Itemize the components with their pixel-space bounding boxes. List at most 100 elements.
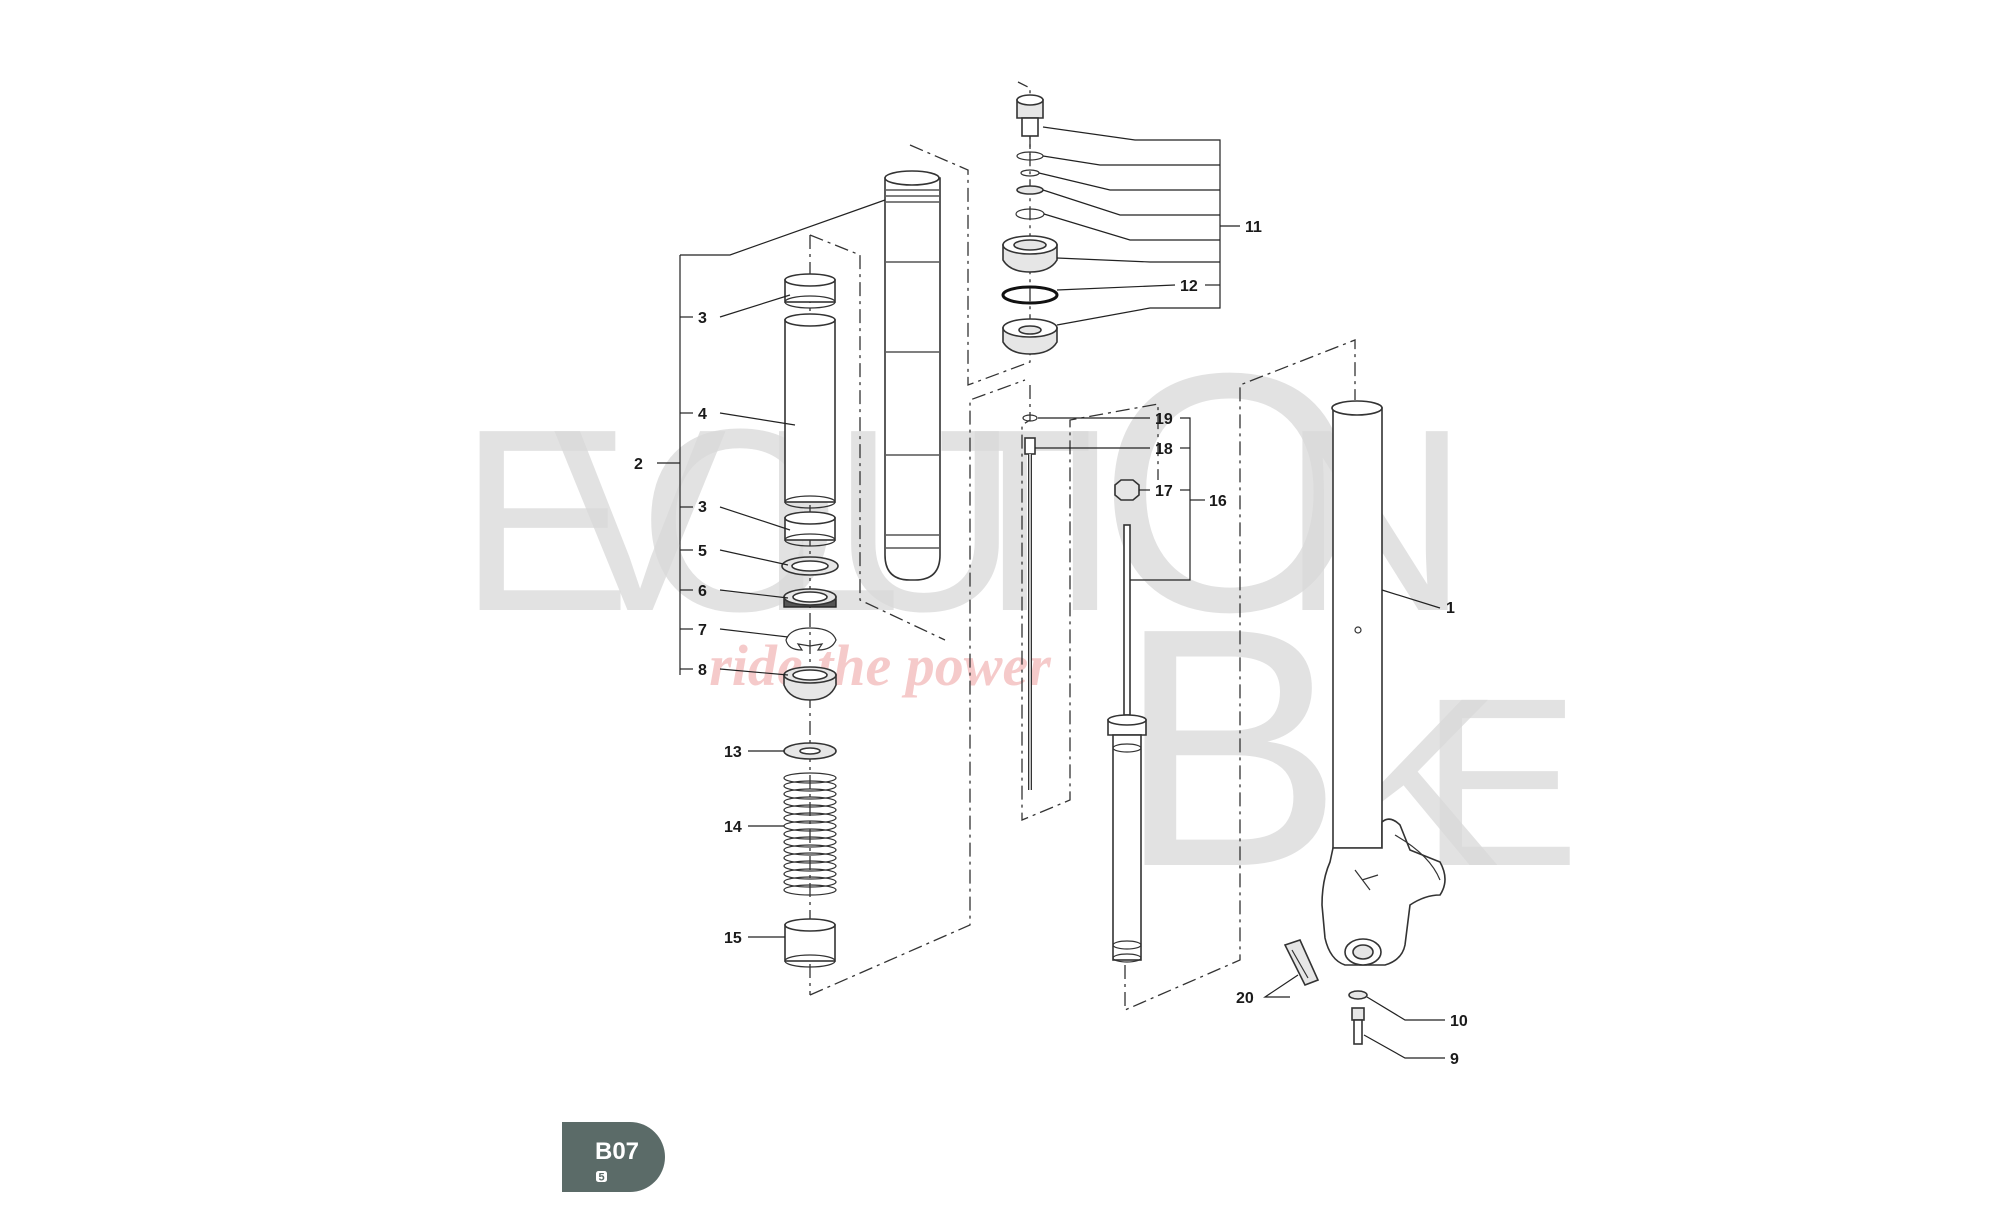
callout-16: 16 bbox=[1209, 493, 1227, 510]
leader-line bbox=[1130, 417, 1191, 581]
cartridge-head-top bbox=[1107, 714, 1147, 726]
outer-tube-top bbox=[884, 170, 940, 186]
bolt-shank bbox=[1353, 1019, 1363, 1045]
callout-14: 14 bbox=[724, 819, 742, 836]
watermark: E V O L U T I O N B I K E ride the power bbox=[458, 303, 1580, 938]
reflector-20 bbox=[1283, 939, 1320, 987]
inner-tube-hole bbox=[1354, 626, 1362, 634]
outer-tube-body bbox=[884, 177, 941, 581]
cartridge-ring bbox=[1112, 953, 1142, 963]
callout-2: 2 bbox=[634, 456, 643, 473]
leader-line bbox=[719, 668, 789, 676]
washer-10 bbox=[1348, 990, 1368, 1000]
leader-line bbox=[1366, 996, 1445, 1021]
inner-tube bbox=[1321, 400, 1446, 966]
rod-nut-18 bbox=[1024, 437, 1036, 455]
lug-logo bbox=[1354, 869, 1379, 891]
leader-line bbox=[1042, 155, 1220, 166]
dust-seal-hole bbox=[792, 669, 828, 681]
caliper-mount bbox=[1394, 834, 1441, 881]
cartridge-body bbox=[1112, 734, 1142, 961]
spring-14 bbox=[783, 772, 837, 896]
washer bbox=[1016, 185, 1044, 195]
leader-line bbox=[1056, 257, 1220, 263]
spacer-body bbox=[784, 319, 836, 503]
circlip-7 bbox=[785, 627, 837, 651]
spacer-rim bbox=[784, 918, 836, 932]
badge-shape bbox=[562, 1122, 665, 1192]
bushing-top bbox=[784, 273, 836, 309]
circlip-body bbox=[785, 627, 837, 651]
callout-6: 6 bbox=[698, 583, 707, 600]
leader-line bbox=[1042, 126, 1221, 285]
spring-coil bbox=[783, 836, 837, 848]
callout-10: 10 bbox=[1450, 1013, 1468, 1030]
section-badge: B07 5 bbox=[562, 1122, 665, 1192]
leader-line bbox=[1038, 172, 1220, 191]
callout-3: 3 bbox=[698, 499, 707, 516]
callout-5: 5 bbox=[698, 543, 707, 560]
watermark-letter: E bbox=[1420, 648, 1580, 916]
spring-coil bbox=[783, 780, 837, 792]
spring-coil bbox=[783, 804, 837, 816]
callout-19: 19 bbox=[1155, 411, 1173, 428]
spring-coil bbox=[783, 844, 837, 856]
callout-7: 7 bbox=[698, 622, 707, 639]
cartridge-rod bbox=[1123, 524, 1131, 716]
spring-coil bbox=[783, 828, 837, 840]
axis-line bbox=[1124, 339, 1356, 1011]
washer-hole bbox=[799, 747, 821, 755]
callout-15: 15 bbox=[724, 930, 742, 947]
callout-13: 13 bbox=[724, 744, 742, 761]
spring-coil bbox=[783, 788, 837, 800]
cap-nut-top bbox=[1016, 94, 1044, 106]
spring-coil bbox=[783, 852, 837, 864]
leader-line bbox=[719, 412, 796, 426]
spacer-tube bbox=[784, 313, 836, 509]
washer-body bbox=[1348, 990, 1368, 1000]
watermark-tagline: ride the power bbox=[709, 633, 1051, 698]
callout-17: 17 bbox=[1155, 483, 1173, 500]
cap-bottom-hole bbox=[1018, 325, 1042, 335]
leader-line bbox=[1263, 974, 1299, 998]
bushing-rim bbox=[784, 273, 836, 287]
callout-3: 3 bbox=[698, 310, 707, 327]
leader-line bbox=[719, 628, 789, 638]
callout-18: 18 bbox=[1155, 441, 1173, 458]
dust-seal-8 bbox=[783, 666, 837, 701]
callouts: 1 2 3 3 4 5 6 7 8 9 10 11 12 13 14 15 16… bbox=[634, 219, 1468, 1068]
inner-tube-top bbox=[1331, 400, 1383, 416]
spacer-15 bbox=[784, 918, 836, 968]
watermark-letter: I bbox=[1049, 376, 1121, 666]
cartridge-nut-17 bbox=[1114, 479, 1140, 501]
spring-coil bbox=[783, 860, 837, 872]
spring-coil bbox=[783, 876, 837, 888]
seal-hole bbox=[792, 591, 828, 603]
spacer-rim bbox=[784, 313, 836, 327]
callout-20: 20 bbox=[1236, 990, 1254, 1007]
badge-code: B07 bbox=[595, 1138, 639, 1165]
bushing-bottom bbox=[784, 511, 836, 547]
callout-12: 12 bbox=[1180, 278, 1198, 295]
bushing-rim bbox=[784, 511, 836, 525]
leader-line bbox=[719, 294, 791, 318]
leader-line bbox=[1381, 589, 1441, 609]
damper-rod bbox=[1022, 414, 1038, 790]
cartridge bbox=[1107, 479, 1147, 963]
badge-sub: 5 bbox=[598, 1172, 604, 1184]
leader-line bbox=[719, 589, 789, 599]
spring-coil bbox=[783, 772, 837, 784]
callout-8: 8 bbox=[698, 662, 707, 679]
callout-4: 4 bbox=[698, 406, 707, 423]
axis-line bbox=[809, 234, 946, 641]
leader-line bbox=[680, 199, 886, 256]
badge-sub-box bbox=[596, 1171, 607, 1182]
watermark-letter: O bbox=[1098, 303, 1362, 683]
spacer-rim bbox=[784, 495, 836, 509]
bolt-head bbox=[1351, 1007, 1365, 1021]
bushing-rim bbox=[784, 295, 836, 309]
leader-line bbox=[1056, 284, 1176, 291]
leader-line bbox=[719, 549, 789, 566]
leader-line bbox=[1042, 189, 1220, 216]
spring-coil bbox=[783, 884, 837, 896]
